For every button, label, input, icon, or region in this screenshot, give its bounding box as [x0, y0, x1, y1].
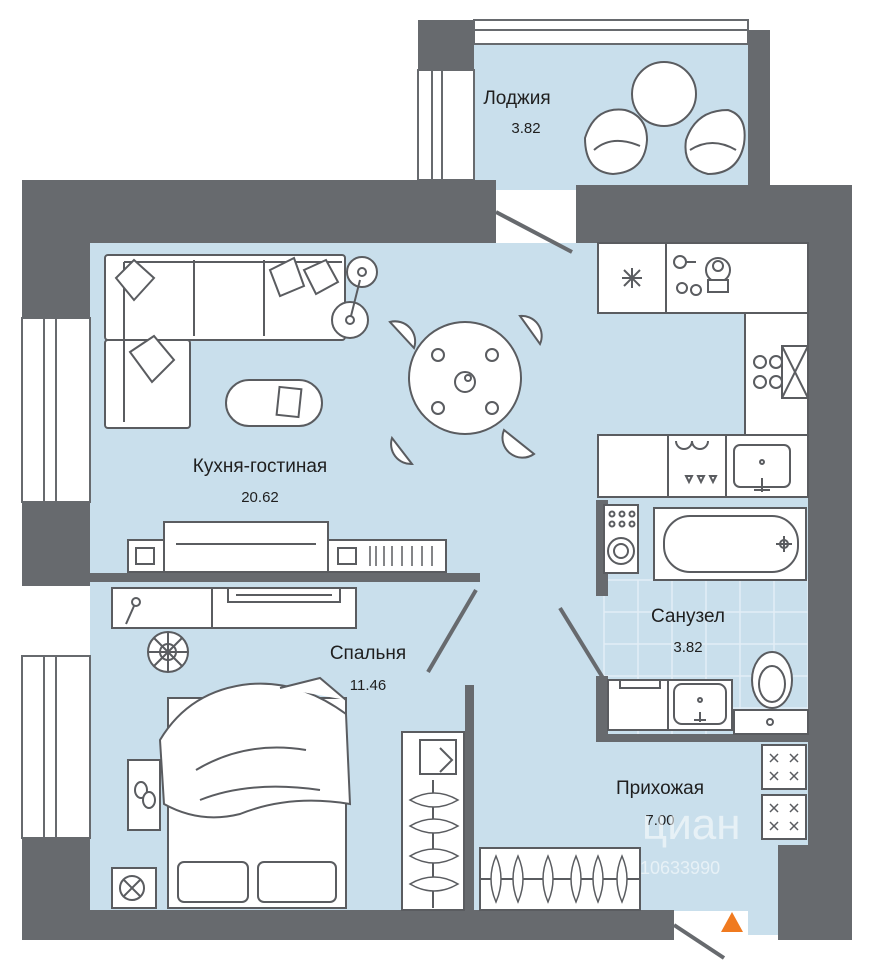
watermark-id: 10633990	[640, 858, 721, 878]
tv-stand	[127, 521, 447, 573]
dining-table	[388, 314, 543, 466]
washing-machine-icon	[603, 504, 639, 574]
kitchen-living-name: Кухня-гостиная	[192, 456, 328, 477]
bedroom-name: Спальня	[329, 643, 407, 664]
fan-icon	[111, 867, 157, 909]
bathroom-name: Санузел	[650, 606, 725, 627]
wardrobe	[401, 731, 465, 911]
watermark-logo: циан	[642, 800, 741, 849]
coffee-table	[225, 379, 323, 427]
bathtub-icon	[653, 507, 807, 581]
kitchen-living-area: 20.62	[241, 489, 279, 506]
sink-icon	[733, 444, 791, 492]
sofa	[104, 254, 346, 429]
walls	[22, 20, 852, 940]
windows	[21, 19, 749, 839]
bed	[158, 676, 352, 909]
desk-chair	[147, 631, 189, 673]
loggia-name: Лоджия	[483, 88, 551, 109]
shoe-cabinet	[761, 744, 807, 840]
entrance-arrow-icon	[721, 912, 743, 932]
fridge-icon	[622, 268, 642, 288]
toilet-icon	[733, 651, 809, 735]
bathroom-area: 3.82	[673, 639, 703, 656]
hallway-area: 7.00	[645, 812, 675, 829]
bedroom-area: 11.46	[349, 677, 387, 694]
dishwasher-icon	[675, 440, 718, 485]
hallway-wardrobe	[479, 847, 641, 911]
loggia-furniture	[583, 61, 746, 176]
loggia-area: 3.82	[511, 120, 541, 137]
coffee-machine-icon	[673, 255, 731, 296]
floor-lamp	[331, 256, 378, 339]
desk	[111, 587, 357, 629]
nightstand	[127, 759, 161, 831]
hallway-name: Прихожая	[615, 778, 705, 799]
stove-icon	[753, 345, 809, 399]
bathroom-sink-icon	[607, 679, 733, 731]
doors	[426, 210, 726, 960]
